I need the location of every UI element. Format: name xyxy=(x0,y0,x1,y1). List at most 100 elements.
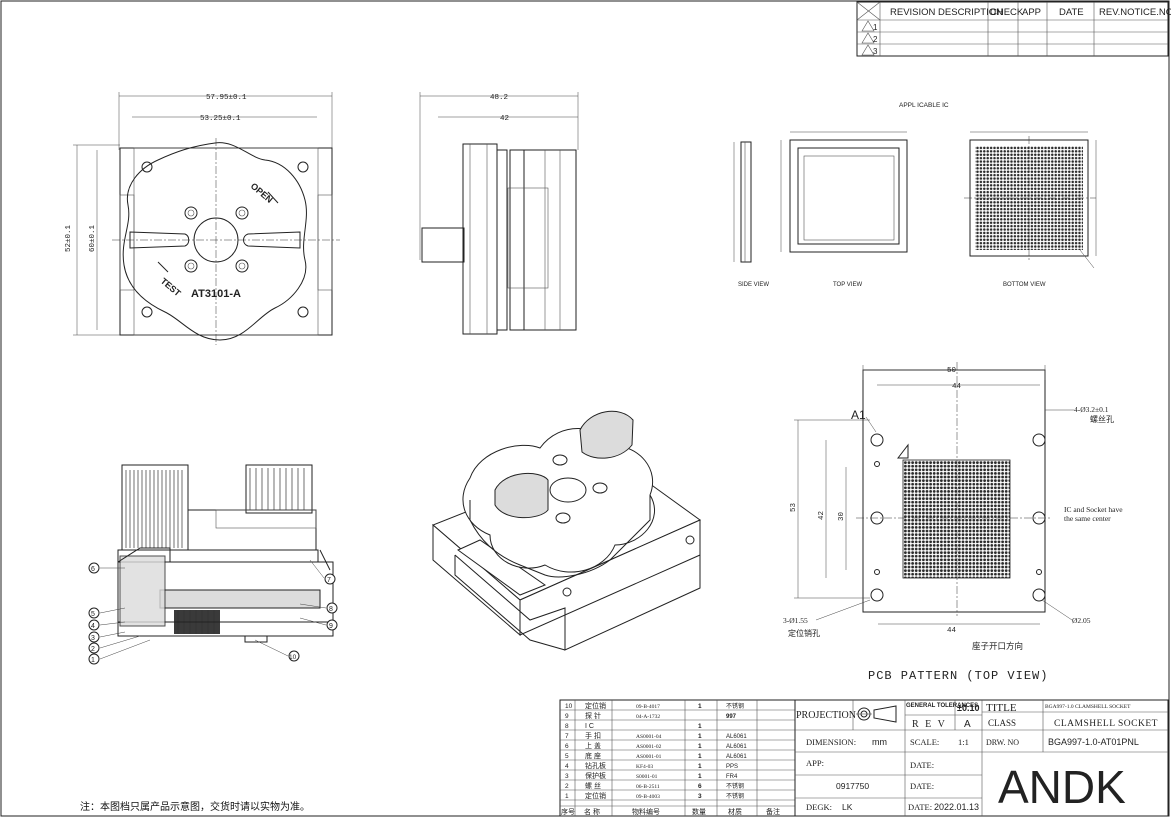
tb-rev-value: A xyxy=(964,719,971,730)
ic-bottom-label: BOTTOM VIEW xyxy=(1003,282,1046,288)
dim-pcb-42: 42 xyxy=(818,511,826,520)
bom-cell-name: 保护板 xyxy=(585,771,606,780)
bom-cell-qty: 1 xyxy=(698,773,702,780)
balloon-5: 5 xyxy=(91,611,95,618)
dim-side-outer: 48.2 xyxy=(490,94,508,102)
pcb-pattern: 50 44 44 53 42 30 A1 4-Ø3.2±0.1 螺丝孔 IC a… xyxy=(783,362,1123,683)
rev-row-1: 1 xyxy=(873,23,878,32)
tb-class-label: CLASS xyxy=(988,718,1016,728)
rev-row-2: 2 xyxy=(873,35,878,44)
label-hole-screw: 4-Ø3.2±0.1 xyxy=(1074,405,1109,414)
bom-cell-code: 06-B-2511 xyxy=(636,784,660,790)
bom-cell-name: I C xyxy=(585,723,594,730)
tb-tol-value: ±0.10 xyxy=(957,703,979,713)
balloon-2: 2 xyxy=(91,646,95,653)
bom-cell-qty: 3 xyxy=(698,793,702,800)
bom-cell-code: AS0001-02 xyxy=(636,744,662,750)
tb-dimension-value: mm xyxy=(872,737,887,747)
bom-cell-material: AL6061 xyxy=(726,744,747,750)
rev-header-check: CHECK xyxy=(990,7,1024,18)
bom-cell-qty: 1 xyxy=(698,743,702,750)
tb-app-label: APP: xyxy=(806,758,824,768)
dim-front-height-inner: 60±0.1 xyxy=(89,224,97,252)
bom-cell-qty: 1 xyxy=(698,703,702,710)
note-center-2: the same center xyxy=(1064,514,1111,523)
bom-cell-code: S0001-01 xyxy=(636,774,658,780)
tb-projection: PROJECTION xyxy=(796,710,856,721)
bom-header: 序号 名 称 物料编号 数量 材质 备注 xyxy=(561,807,780,816)
bom-cell-qty: 6 xyxy=(698,783,702,790)
label-test: TEST xyxy=(159,276,183,299)
tb-rev-label: R E V xyxy=(912,719,947,730)
dim-pcb-44-bottom: 44 xyxy=(947,627,957,635)
bom-cell-name: 底 座 xyxy=(585,751,601,760)
bom-cell-name: 定位销 xyxy=(585,791,606,800)
bom-cell-code: 09-B-4003 xyxy=(636,794,660,800)
bom-cell-no: 3 xyxy=(565,773,569,780)
balloon-4: 4 xyxy=(91,623,95,630)
tb-dimension-label: DIMENSION: xyxy=(806,737,856,747)
ic-top-label: TOP VIEW xyxy=(833,282,862,288)
bom-cell-name: 螺 丝 xyxy=(585,781,601,790)
bom-cell-no: 6 xyxy=(565,743,569,750)
dim-front-width-outer: 57.95±0.1 xyxy=(206,94,247,102)
front-view: 57.95±0.1 53.25±0.1 52±0.1 60±0.1 OPEN T… xyxy=(65,92,340,345)
tb-drw-label: DRW. NO xyxy=(986,738,1019,747)
bom-cell-no: 2 xyxy=(565,783,569,790)
tb-logo: ANDK xyxy=(998,761,1126,813)
bom-cell-material: PPS xyxy=(726,764,738,770)
bom-cell-material: AL6061 xyxy=(726,754,747,760)
bom-cell-qty: 1 xyxy=(698,733,702,740)
label-hole-pin-cn: 定位销孔 xyxy=(788,628,820,638)
revision-table: REVISION DESCRIPTION CHECK APP DATE REV.… xyxy=(856,1,1171,57)
balloon-7: 7 xyxy=(327,577,331,584)
label-hole-small: Ø2.05 xyxy=(1072,616,1091,625)
tb-general-tol: GENERAL TOLERANCES xyxy=(906,703,978,709)
label-opening-direction: 座子开口方向 xyxy=(972,641,1023,651)
tb-degk-value: LK xyxy=(842,802,853,812)
tb-class-value: CLAMSHELL SOCKET xyxy=(1054,719,1158,729)
bom-header-code: 物料编号 xyxy=(632,807,660,816)
bom-cell-no: 7 xyxy=(565,733,569,740)
balloon-6: 6 xyxy=(91,566,95,573)
tb-title-label: TITLE xyxy=(986,702,1017,714)
bom-cell-material: AL6061 xyxy=(726,734,747,740)
bom-cell-code: 04-A-1732 xyxy=(636,714,660,720)
tb-scale-value: 1:1 xyxy=(958,737,969,747)
bom-cell-material: FR4 xyxy=(726,774,738,780)
bom-cell-qty: 1 xyxy=(698,753,702,760)
balloon-8: 8 xyxy=(329,606,333,613)
tb-degk-label: DEGK: xyxy=(806,802,832,812)
rev-header-notice: REV.NOTICE.NO xyxy=(1099,7,1171,18)
iso-view xyxy=(432,410,701,651)
bom-cell-name: 手 扣 xyxy=(585,731,601,740)
bom-cell-code: KF4-03 xyxy=(636,764,653,770)
label-a1: A1 xyxy=(851,408,866,422)
bom-header-no: 序号 xyxy=(561,807,575,816)
bom-cell-no: 9 xyxy=(565,713,569,720)
bom-header-qty: 数量 xyxy=(692,807,706,816)
bom-cell-material: 不锈钢 xyxy=(726,792,744,800)
tb-date-label-3: DATE: xyxy=(908,802,932,812)
bom-table xyxy=(559,699,796,817)
bom-header-remark: 备注 xyxy=(766,807,780,816)
side-view: 48.2 42 xyxy=(419,92,579,335)
ic-side-label: SIDE VIEW xyxy=(738,282,769,288)
tb-scale-label: SCALE: xyxy=(910,737,939,747)
pcb-pattern-title: PCB PATTERN (TOP VIEW) xyxy=(868,669,1048,683)
bom-cell-material: 不锈钢 xyxy=(726,702,744,710)
bom-cell-material: 不锈钢 xyxy=(726,782,744,790)
tb-date-value: 2022.01.13 xyxy=(934,802,979,812)
label-open: OPEN xyxy=(249,181,275,205)
tb-date-label-2: DATE: xyxy=(910,781,934,791)
dim-front-width-inner: 53.25±0.1 xyxy=(200,115,241,123)
balloon-1: 1 xyxy=(91,657,95,664)
bom-cell-name: 上 盖 xyxy=(585,741,601,750)
tb-date-label-1: DATE: xyxy=(910,760,934,770)
bom-cell-code: 09-B-4017 xyxy=(636,704,660,710)
part-number: AT3101-A xyxy=(191,288,241,300)
title-block: PROJECTION GENERAL TOLERANCES ±0.10 R E … xyxy=(794,699,1169,817)
balloon-9: 9 xyxy=(329,623,333,630)
bom-cell-no: 8 xyxy=(565,723,569,730)
